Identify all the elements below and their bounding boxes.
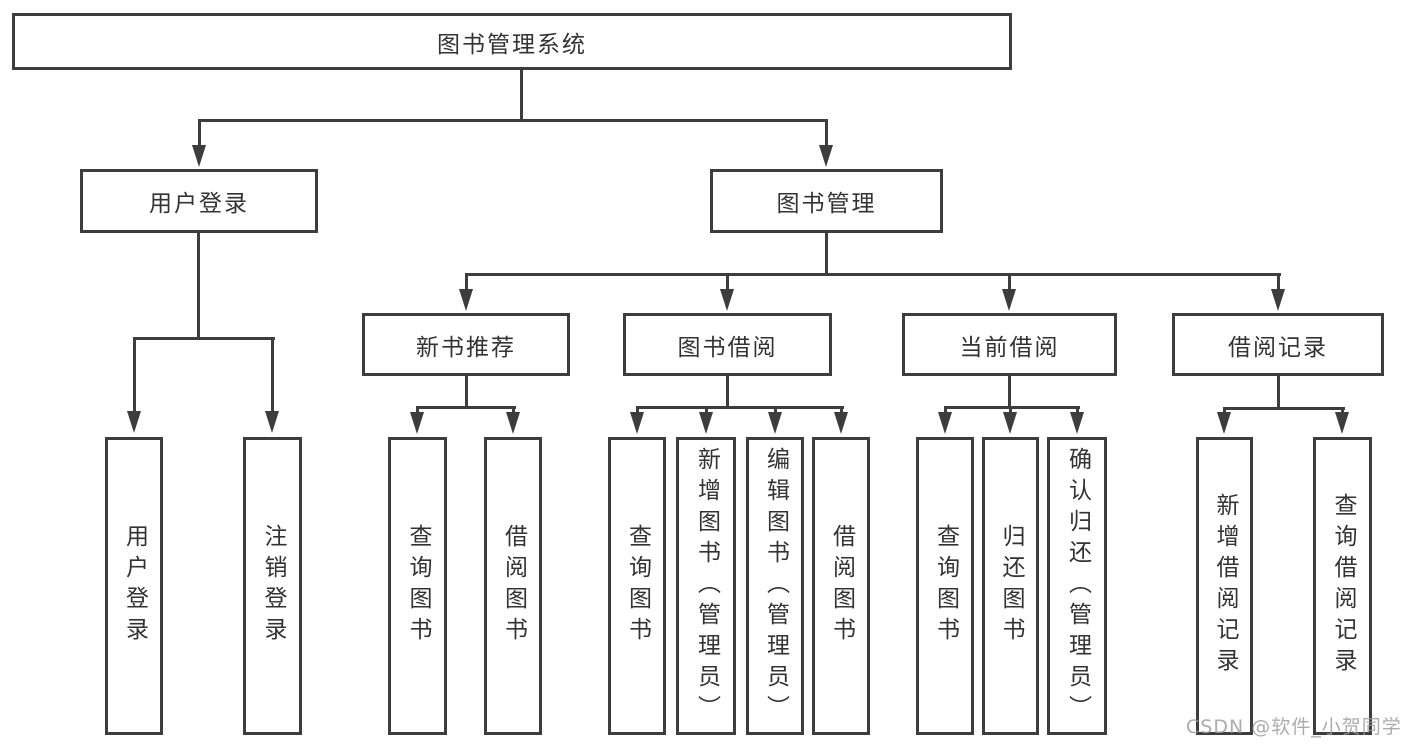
node-label: 图书管理	[776, 191, 877, 217]
arrow-down-icon	[1070, 412, 1084, 434]
connector-arrow-shaft	[944, 406, 947, 414]
connector-arrow-shaft	[1341, 407, 1344, 414]
connector-records-rail	[1223, 407, 1345, 410]
arrow-down-icon	[768, 412, 782, 434]
leaf-query-book-current: 查询图书	[916, 437, 974, 735]
leaf-logout: 注销登录	[243, 437, 302, 735]
connector-borrow-rail	[636, 406, 844, 409]
node-label: 新增图书（管理员）	[693, 446, 720, 726]
connector-arrow-shaft	[1009, 406, 1012, 414]
connector-userlogin-stem	[197, 233, 200, 337]
connector-newbook-rail	[416, 406, 516, 409]
arrow-down-icon	[834, 412, 848, 434]
node-user-login: 用户登录	[80, 169, 318, 233]
arrow-down-icon	[192, 145, 206, 167]
connector-arrow-shaft	[1076, 406, 1079, 414]
connector-newbook-stem	[465, 376, 468, 406]
connector-arrow-shaft	[416, 406, 419, 414]
arrow-down-icon	[1002, 289, 1016, 311]
node-label: 借阅图书	[828, 524, 855, 648]
node-label: 编辑图书（管理员）	[762, 446, 789, 726]
arrow-down-icon	[506, 412, 520, 434]
connector-arrow-shaft	[636, 406, 639, 414]
node-label: 用户登录	[121, 524, 148, 648]
arrow-down-icon	[630, 412, 644, 434]
leaf-borrow-book-recommend: 借阅图书	[484, 437, 542, 735]
node-current-borrow: 当前借阅	[902, 313, 1117, 376]
node-label: 查询借阅记录	[1330, 493, 1356, 679]
connector-arrow-shaft	[1277, 273, 1280, 290]
connector-arrow-shaft	[774, 406, 777, 414]
node-label: 查询图书	[624, 524, 651, 648]
connector-bookmgmt-rail	[465, 273, 1281, 276]
node-label: 借阅记录	[1228, 334, 1328, 361]
leaf-query-book-recommend: 查询图书	[388, 437, 447, 735]
connector-borrow-stem	[726, 376, 729, 406]
node-label: 新书推荐	[416, 334, 516, 361]
arrow-down-icon	[1335, 412, 1349, 434]
leaf-query-borrow-record: 查询借阅记录	[1313, 437, 1372, 735]
arrow-down-icon	[819, 145, 833, 167]
arrow-down-icon	[265, 411, 279, 433]
node-label: 归还图书	[998, 524, 1024, 648]
node-label: 确认归还（管理员）	[1064, 446, 1091, 726]
leaf-add-book-admin: 新增图书（管理员）	[676, 437, 736, 735]
node-book-management: 图书管理	[710, 169, 943, 233]
node-label: 图书借阅	[677, 334, 778, 361]
connector-bookmgmt-stem	[825, 233, 828, 273]
connector-arrow-shaft	[825, 119, 828, 146]
arrow-down-icon	[699, 412, 713, 434]
connector-arrow-shaft	[512, 406, 515, 414]
node-new-book-recommend: 新书推荐	[362, 313, 570, 376]
connector-arrow-shaft	[133, 337, 136, 413]
leaf-query-book-borrow: 查询图书	[608, 437, 666, 735]
arrow-down-icon	[1271, 289, 1285, 311]
leaf-edit-book-admin: 编辑图书（管理员）	[746, 437, 804, 735]
connector-arrow-shaft	[198, 119, 201, 146]
connector-arrow-shaft	[1223, 407, 1226, 414]
node-label: 注销登录	[260, 524, 286, 648]
arrow-down-icon	[938, 412, 952, 434]
node-library-management-system: 图书管理系统	[12, 13, 1012, 70]
node-label: 用户登录	[149, 191, 249, 217]
arrow-down-icon	[459, 289, 473, 311]
csdn-watermark: CSDN @软件_小贺同学	[1186, 716, 1402, 738]
connector-current-rail	[944, 406, 1080, 409]
leaf-confirm-return-admin: 确认归还（管理员）	[1047, 437, 1107, 735]
connector-arrow-shaft	[705, 406, 708, 414]
connector-current-stem	[1008, 376, 1011, 406]
connector-arrow-shaft	[726, 273, 729, 290]
connector-records-stem	[1277, 376, 1280, 407]
node-label: 查询图书	[405, 524, 431, 648]
node-label: 图书管理系统	[437, 31, 587, 58]
arrow-down-icon	[1217, 412, 1231, 434]
leaf-user-login: 用户登录	[105, 437, 163, 735]
node-label: 当前借阅	[959, 334, 1060, 361]
leaf-add-borrow-record: 新增借阅记录	[1196, 437, 1253, 735]
leaf-borrow-book: 借阅图书	[812, 437, 870, 735]
node-label: 新增借阅记录	[1212, 493, 1238, 679]
arrow-down-icon	[410, 412, 424, 434]
connector-userlogin-rail	[133, 337, 275, 340]
arrow-down-icon	[720, 289, 734, 311]
connector-arrow-shaft	[271, 337, 274, 413]
arrow-down-icon	[127, 411, 141, 433]
leaf-return-book: 归还图书	[982, 437, 1039, 735]
connector-arrow-shaft	[1008, 273, 1011, 290]
node-label: 查询图书	[932, 524, 959, 648]
node-borrow-records: 借阅记录	[1172, 313, 1384, 376]
arrow-down-icon	[1003, 412, 1017, 434]
connector-arrow-shaft	[840, 406, 843, 414]
connector-root-rail	[198, 119, 828, 122]
node-book-borrow: 图书借阅	[623, 313, 832, 376]
connector-root-stem	[520, 70, 523, 119]
node-label: 借阅图书	[500, 524, 527, 648]
connector-arrow-shaft	[465, 273, 468, 290]
